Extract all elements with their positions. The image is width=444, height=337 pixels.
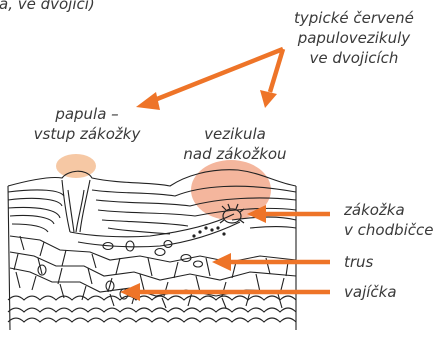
mite-line-1: zákožka — [344, 200, 434, 220]
papule-line-2: vstup zákožky — [12, 124, 162, 144]
top-left-cut-label: a, ve dvojici) — [0, 0, 95, 14]
mite-label: zákožka v chodbičce — [344, 200, 434, 240]
mite-line-2: v chodbičce — [344, 220, 434, 240]
papule-label: papula – vstup zákožky — [12, 104, 162, 144]
red-papulovesicles-line-1: typické červené — [294, 8, 414, 28]
red-papulovesicles-line-3: ve dvojicích — [294, 48, 414, 68]
vesicle-label: vezikula nad zákožkou — [160, 124, 310, 164]
feces-label: trus — [344, 252, 373, 272]
papule-highlight — [56, 154, 96, 178]
feces-dots — [192, 226, 225, 237]
vesicle-line-1: vezikula — [160, 124, 310, 144]
papule-line-1: papula – — [12, 104, 162, 124]
eggs-label: vajíčka — [344, 282, 397, 302]
vesicle-line-2: nad zákožkou — [160, 144, 310, 164]
red-papulovesicles-line-2: papulovezikuly — [294, 28, 414, 48]
red-papulovesicles-label: typické červené papulovezikuly ve dvojic… — [294, 8, 414, 68]
